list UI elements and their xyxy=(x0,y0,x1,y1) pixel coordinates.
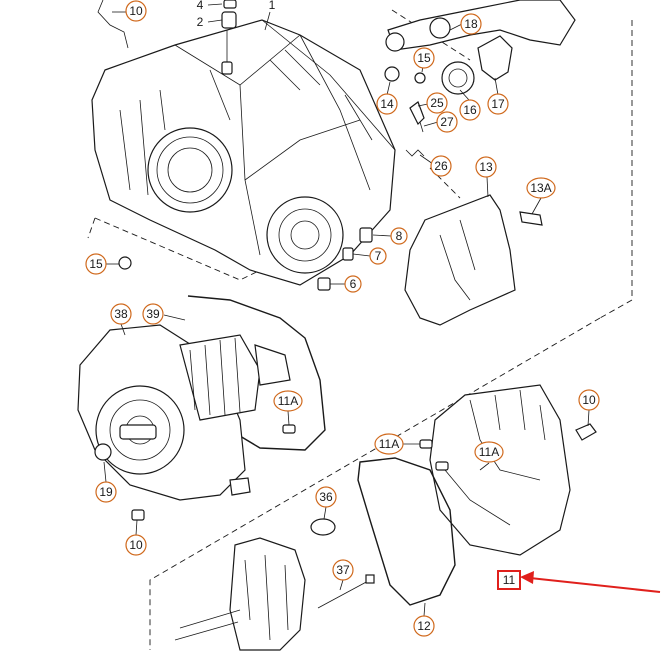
callout-26: 26 xyxy=(430,155,452,177)
svg-text:25: 25 xyxy=(430,96,444,110)
svg-text:6: 6 xyxy=(350,277,357,291)
callouts: 10 4 2 1 18 15 14 25 16 17 27 26 13 13A … xyxy=(85,0,600,637)
callout-38: 38 xyxy=(110,303,132,325)
svg-text:11A: 11A xyxy=(278,394,298,408)
svg-text:4: 4 xyxy=(197,0,204,12)
callout-1: 1 xyxy=(269,0,276,12)
svg-text:7: 7 xyxy=(375,249,382,263)
callout-25: 25 xyxy=(426,92,448,114)
callout-17: 17 xyxy=(487,93,509,115)
callout-15-top: 15 xyxy=(413,47,435,69)
gasket-12 xyxy=(357,457,456,606)
svg-text:11A: 11A xyxy=(479,445,499,459)
svg-text:36: 36 xyxy=(319,490,333,504)
callout-11a-a: 11A xyxy=(273,390,303,412)
transmission-housing xyxy=(91,19,396,286)
svg-text:10: 10 xyxy=(582,393,596,407)
svg-text:26: 26 xyxy=(434,159,448,173)
output-shaft-assembly xyxy=(384,0,576,157)
callout-10-bottom: 10 xyxy=(125,534,147,556)
selector-mechanism xyxy=(131,509,375,651)
svg-text:27: 27 xyxy=(440,115,454,129)
svg-text:16: 16 xyxy=(463,103,477,117)
callout-15-left: 15 xyxy=(85,253,107,275)
svg-text:18: 18 xyxy=(464,17,478,31)
callout-13: 13 xyxy=(475,156,497,178)
callout-37: 37 xyxy=(332,559,354,581)
svg-text:37: 37 xyxy=(336,563,350,577)
callout-13a: 13A xyxy=(526,177,556,199)
callout-14: 14 xyxy=(376,93,398,115)
leader-lines xyxy=(103,3,590,617)
callout-10-top: 10 xyxy=(125,0,147,22)
callout-2: 2 xyxy=(197,15,204,29)
svg-text:10: 10 xyxy=(129,4,143,18)
svg-text:19: 19 xyxy=(99,485,113,499)
callout-10-right: 10 xyxy=(578,389,600,411)
svg-text:13: 13 xyxy=(479,160,493,174)
callout-11a-c: 11A xyxy=(474,441,504,463)
pins-11a xyxy=(282,424,449,471)
svg-text:2: 2 xyxy=(197,15,204,29)
svg-text:12: 12 xyxy=(417,619,431,633)
small-parts-top xyxy=(97,0,237,75)
callout-7: 7 xyxy=(369,247,387,265)
callout-8: 8 xyxy=(390,227,408,245)
svg-text:11: 11 xyxy=(503,573,516,587)
svg-text:11A: 11A xyxy=(379,437,399,451)
callout-4: 4 xyxy=(197,0,204,12)
housing-bolts xyxy=(118,227,373,291)
callout-36: 36 xyxy=(315,486,337,508)
red-arrow-icon xyxy=(520,571,534,584)
heat-shield-bracket xyxy=(404,194,543,326)
cover-housing-11 xyxy=(429,384,597,556)
transfer-case xyxy=(77,324,291,501)
svg-text:10: 10 xyxy=(129,538,143,552)
callout-39: 39 xyxy=(142,303,164,325)
svg-text:38: 38 xyxy=(114,307,128,321)
callout-12: 12 xyxy=(413,615,435,637)
svg-text:13A: 13A xyxy=(530,181,551,195)
callout-6: 6 xyxy=(344,275,362,293)
group-boundary-lines xyxy=(87,9,633,650)
svg-text:39: 39 xyxy=(146,307,160,321)
highlighted-callout-11: 11 xyxy=(497,570,661,593)
svg-text:1: 1 xyxy=(269,0,276,12)
callout-27: 27 xyxy=(436,111,458,133)
callout-16: 16 xyxy=(459,99,481,121)
callout-11a-b: 11A xyxy=(374,433,404,455)
callout-19: 19 xyxy=(95,481,117,503)
gasket-39 xyxy=(187,295,326,451)
svg-text:14: 14 xyxy=(380,97,394,111)
callout-18: 18 xyxy=(460,13,482,35)
svg-text:15: 15 xyxy=(417,51,431,65)
svg-text:8: 8 xyxy=(396,229,403,243)
svg-text:15: 15 xyxy=(89,257,103,271)
svg-text:17: 17 xyxy=(491,97,505,111)
